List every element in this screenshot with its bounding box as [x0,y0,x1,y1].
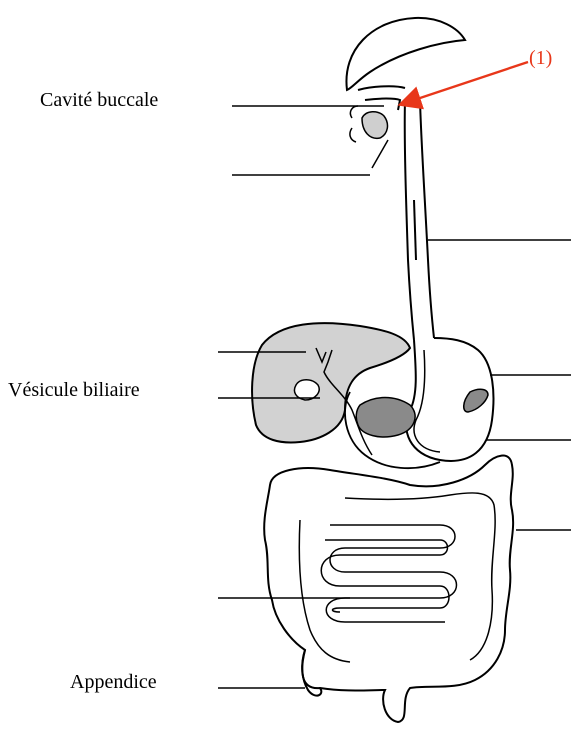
pancreas-tail [464,389,488,412]
small-intestine [321,525,456,622]
stomach-inner [414,350,440,452]
pancreas [356,398,415,437]
esophagus [405,100,434,340]
label-cavite-buccale: Cavité buccale [40,90,158,110]
label-appendice: Appendice [70,672,157,692]
lip-outline [350,106,358,142]
esophagus-inner [414,200,416,260]
nasal-cavity-outline [346,18,465,90]
marker-label-1: (1) [529,48,552,68]
pharynx [372,140,388,168]
label-vesicule-biliaire: Vésicule biliaire [8,380,140,400]
gallbladder [294,380,319,400]
large-intestine-inner [299,493,495,662]
marker-arrow [402,62,528,104]
tongue [362,112,387,139]
